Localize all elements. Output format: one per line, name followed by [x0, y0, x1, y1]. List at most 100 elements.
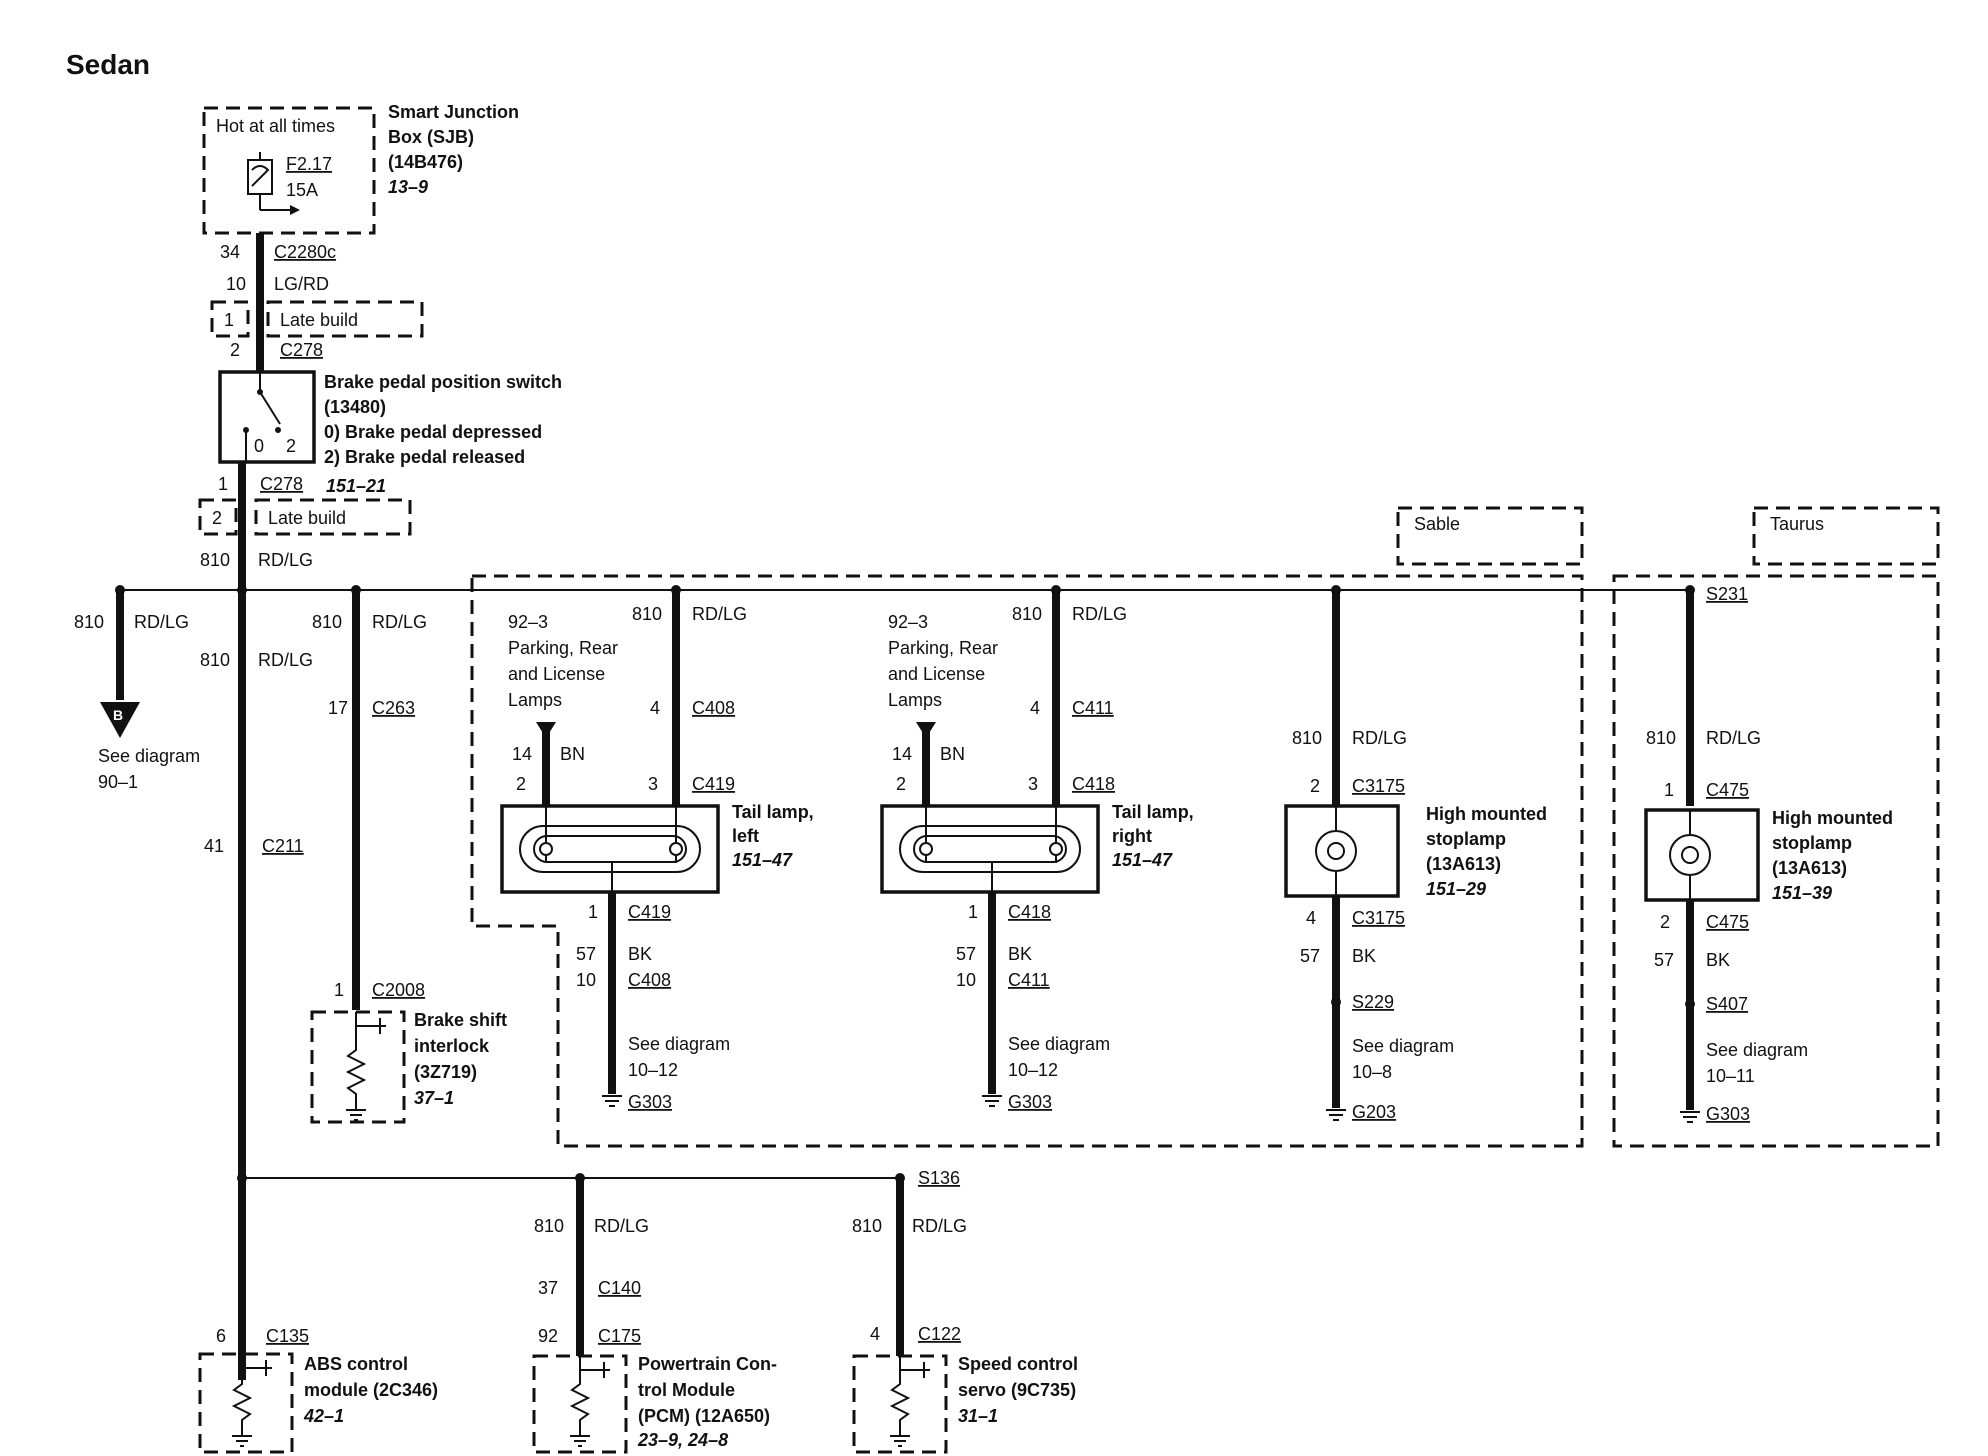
tr-gnd-pin2: 10 — [956, 970, 976, 990]
tl-bn-color: BN — [560, 744, 585, 764]
shift-circuit: 810 — [312, 612, 342, 632]
tl-name1: Tail lamp, — [732, 802, 814, 822]
tr-ground: G303 — [1008, 1092, 1052, 1112]
sjb-name-line1: Smart Junction — [388, 102, 519, 122]
tl-gnd-conn2: C408 — [628, 970, 671, 990]
sjb-part: (14B476) — [388, 152, 463, 172]
switch-state-2: 2) Brake pedal released — [324, 447, 525, 467]
st-ground-icon — [1680, 1111, 1700, 1123]
sable-label: Sable — [1414, 514, 1460, 534]
tl-gnd-pin: 1 — [588, 902, 598, 922]
shift-color: RD/LG — [372, 612, 427, 632]
tr-see: See diagram — [1008, 1034, 1110, 1054]
st-ground: G303 — [1706, 1104, 1750, 1124]
tr-feed4: Lamps — [888, 690, 942, 710]
st-conn-in: C475 — [1706, 780, 1749, 800]
pcm-resistor-icon — [569, 1356, 610, 1447]
switch-out-connector: C278 — [260, 474, 303, 494]
st-circuit: 810 — [1646, 728, 1676, 748]
brake-switch-box — [218, 370, 316, 464]
tr-pin-in: 4 — [1030, 698, 1040, 718]
sjb-connector: C2280c — [274, 242, 336, 262]
branch-b-see: See diagram — [98, 746, 200, 766]
tr-gnd-color: BK — [1008, 944, 1032, 964]
ss-ground-icon — [1326, 1109, 1346, 1121]
tr-circuit: 810 — [1012, 604, 1042, 624]
tl-pin-in: 4 — [650, 698, 660, 718]
tl-feed4: Lamps — [508, 690, 562, 710]
speed-resistor-icon — [889, 1356, 930, 1447]
ss-ground: G203 — [1352, 1102, 1396, 1122]
st-splice: S407 — [1706, 994, 1748, 1014]
tail-lamp-right-icon — [899, 806, 1081, 892]
tr-pin3: 3 — [1028, 774, 1038, 794]
switch-pos-2: 2 — [286, 436, 296, 456]
tr-conn-lamp: C418 — [1072, 774, 1115, 794]
pcm-name2: trol Module — [638, 1380, 735, 1400]
tl-ground: G303 — [628, 1092, 672, 1112]
tl-ground-icon — [602, 1095, 622, 1107]
ss-see-ref: 10–8 — [1352, 1062, 1392, 1082]
sjb-wire-color: LG/RD — [274, 274, 329, 294]
main-wire-color: RD/LG — [258, 550, 313, 570]
ss-conn-in: C3175 — [1352, 776, 1405, 796]
st-see-ref: 10–11 — [1706, 1066, 1755, 1086]
st-gnd-color: BK — [1706, 950, 1730, 970]
abs-name2: module (2C346) — [304, 1380, 438, 1400]
diagram-title: Sedan — [66, 49, 150, 80]
abs-resistor-icon — [231, 1354, 272, 1447]
fuse-rating: 15A — [286, 180, 318, 200]
pcm-pin-b: 92 — [538, 1326, 558, 1346]
st-pin-out: 2 — [1660, 912, 1670, 932]
stoplamp-taurus-icon — [1669, 810, 1711, 900]
ss-circuit: 810 — [1292, 728, 1322, 748]
speed-ref: 31–1 — [958, 1406, 998, 1426]
tl-gnd-color: BK — [628, 944, 652, 964]
fuse-id: F2.17 — [286, 154, 332, 174]
late-build-bottom-pin: 2 — [212, 508, 222, 528]
switch-in-pin: 2 — [230, 340, 240, 360]
ss-name2: stoplamp — [1426, 829, 1506, 849]
abs-ref: 42–1 — [303, 1406, 344, 1426]
shift-ref: 37–1 — [414, 1088, 454, 1108]
ss-gnd-circuit: 57 — [1300, 946, 1320, 966]
st-name2: stoplamp — [1772, 833, 1852, 853]
late-build-bottom-label: Late build — [268, 508, 346, 528]
tr-feed1: 92–3 — [888, 612, 928, 632]
center-pin: 41 — [204, 836, 224, 856]
tr-ref: 151–47 — [1112, 850, 1173, 870]
switch-ref: 151–21 — [326, 476, 386, 496]
tl-circuit: 810 — [632, 604, 662, 624]
tr-see-ref: 10–12 — [1008, 1060, 1058, 1080]
abs-connector: C135 — [266, 1326, 309, 1346]
tr-bn-color: BN — [940, 744, 965, 764]
tr-ground-icon — [982, 1095, 1002, 1107]
st-pin-in: 1 — [1664, 780, 1674, 800]
shift-connector-a: C263 — [372, 698, 415, 718]
ss-gnd-color: BK — [1352, 946, 1376, 966]
st-conn-out: C475 — [1706, 912, 1749, 932]
tr-gnd-circuit: 57 — [956, 944, 976, 964]
tr-color: RD/LG — [1072, 604, 1127, 624]
tl-feed2: Parking, Rear — [508, 638, 618, 658]
shift-name1: Brake shift — [414, 1010, 507, 1030]
tr-name1: Tail lamp, — [1112, 802, 1194, 822]
sjb-box — [202, 106, 376, 235]
branch-b-see-ref: 90–1 — [98, 772, 138, 792]
abs-pin: 6 — [216, 1326, 226, 1346]
ss-ref: 151–29 — [1426, 879, 1486, 899]
fuse-icon — [247, 152, 300, 215]
tl-ref: 151–47 — [732, 850, 793, 870]
sable-region — [470, 574, 1584, 1148]
st-gnd-circuit: 57 — [1654, 950, 1674, 970]
tr-bn-circuit: 14 — [892, 744, 912, 764]
st-splice-top: S231 — [1706, 584, 1748, 604]
switch-state-0: 0) Brake pedal depressed — [324, 422, 542, 442]
st-ref: 151–39 — [1772, 883, 1832, 903]
st-name1: High mounted — [1772, 808, 1893, 828]
tl-name2: left — [732, 826, 759, 846]
tl-conn-in: C408 — [692, 698, 735, 718]
taurus-label: Taurus — [1770, 514, 1824, 534]
stoplamp-sable-icon — [1315, 806, 1357, 896]
tl-feed1: 92–3 — [508, 612, 548, 632]
